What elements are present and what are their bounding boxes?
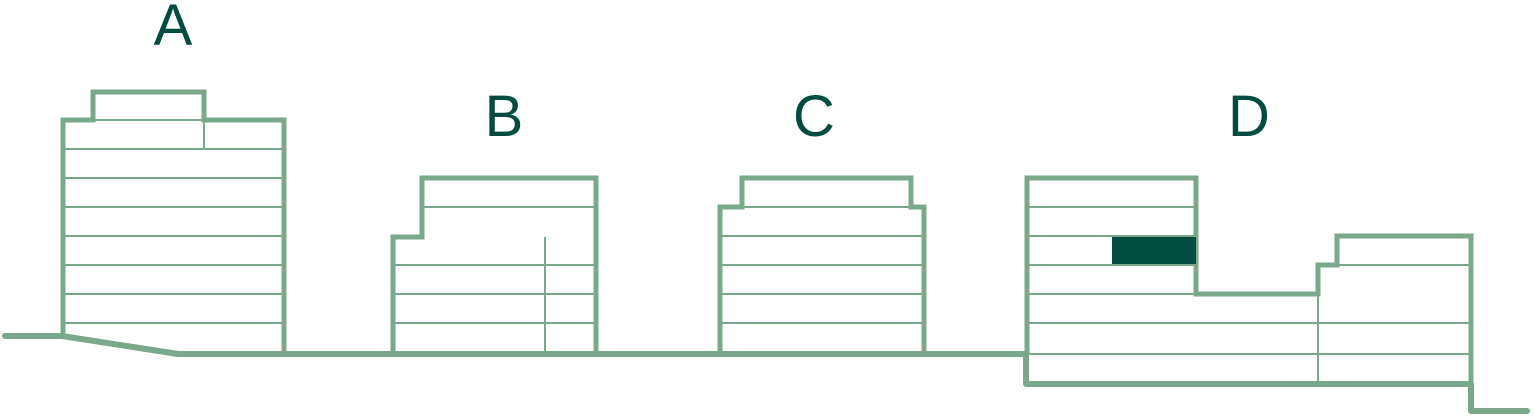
building-a-label: A [154,0,193,58]
building-d-outline [1024,175,1474,384]
building-c: C [717,84,927,354]
ground-line [2,333,1530,414]
building-a-floor-lines [63,119,284,324]
building-a-outline [60,89,287,354]
building-b: B [390,84,599,354]
building-b-floor-lines [393,206,596,354]
building-d-label: D [1228,84,1270,149]
building-c-floor-lines [720,206,924,324]
building-d-highlighted-unit [1112,237,1196,264]
building-b-label: B [485,84,524,149]
building-c-outline [717,175,927,354]
building-d: D [1024,84,1474,384]
building-a: A [60,0,287,354]
building-d-floor-lines [1027,206,1471,384]
building-c-label: C [793,84,835,149]
